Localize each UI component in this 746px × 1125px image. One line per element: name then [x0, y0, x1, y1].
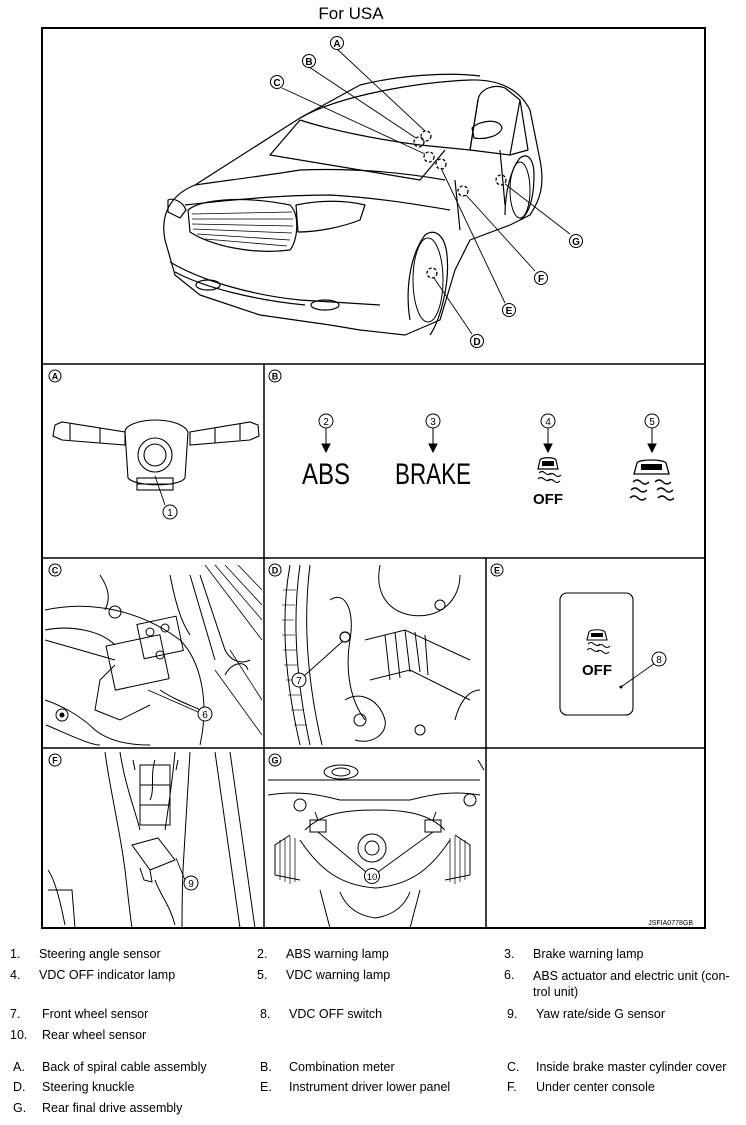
legend-text: Back of spiral cable assembly [42, 1060, 207, 1074]
lamp-callouts: 2 3 4 5 [318, 413, 660, 429]
callout-c: C [273, 78, 280, 89]
vdc-off-switch-icon [586, 629, 611, 654]
page-title: For USA [318, 4, 384, 23]
abs-actuator-illustration [44, 564, 263, 746]
vdc-off-switch-text: OFF [582, 662, 612, 679]
legend-text: Combination meter [289, 1060, 395, 1074]
vdc-warning-icon [629, 459, 675, 501]
callout-e: E [506, 306, 513, 317]
number-9: 9 [188, 879, 194, 890]
number-8-circle [651, 651, 667, 667]
number-1: 1 [167, 508, 173, 519]
legend-text: Instrument driver lower panel [289, 1080, 451, 1094]
legend-letter: D. [13, 1080, 26, 1094]
vdc-off-switch [559, 592, 634, 716]
legend-num: 10. [10, 1028, 28, 1042]
abs-lamp-text: ABS [302, 458, 350, 491]
brake-lamp-text: BRAKE [395, 458, 471, 491]
legend-num: 4. [10, 968, 21, 982]
panel-label-g: G [271, 756, 278, 766]
legend-text: VDC OFF indicator lamp [39, 968, 176, 982]
car-callouts: A B C D E F G [270, 36, 583, 348]
lamp-arrows [321, 428, 657, 454]
rear-final-drive-illustration [267, 759, 485, 929]
figure-code: JSFIA0778GB [648, 920, 693, 927]
number-3: 3 [430, 417, 436, 428]
legend-letter: A. [13, 1060, 25, 1074]
legend-letter: G. [13, 1101, 27, 1115]
yaw-rate-sensor-illustration [47, 751, 256, 929]
vdc-off-indicator-icon [537, 457, 562, 484]
panel-label-f: F [52, 756, 58, 766]
legend-text: ABS warning lamp [286, 947, 389, 961]
panel-label-e: E [494, 566, 500, 576]
legend-text: VDC warning lamp [286, 968, 391, 982]
legend-text: VDC OFF switch [289, 1007, 383, 1021]
number-4: 4 [545, 417, 551, 428]
legend-text: Rear wheel sensor [42, 1028, 147, 1042]
legend-text: Steering knuckle [42, 1080, 135, 1094]
legend-num: 2. [257, 947, 268, 961]
legend-num: 1. [10, 947, 21, 961]
legend-num: 3. [504, 947, 515, 961]
legend-text: Inside brake master cylinder cover [536, 1060, 727, 1074]
panel-label-a: A [52, 372, 59, 382]
front-wheel-sensor-illustration [282, 564, 481, 746]
legend-num: 7. [10, 1007, 21, 1021]
callout-d: D [473, 337, 480, 348]
legend-text: Yaw rate/side G sensor [536, 1007, 665, 1021]
panel-label-d: D [272, 566, 279, 576]
callout-b: B [305, 57, 312, 68]
legend-text: Rear final drive assembly [42, 1101, 183, 1115]
number-10: 10 [367, 872, 378, 883]
legend-text: Under center console [536, 1080, 655, 1094]
legend-num: 6. [504, 968, 515, 982]
number-9-circle [183, 875, 199, 891]
legend-text: Front wheel sensor [42, 1007, 149, 1021]
component-location-diagram: A B C D E F G A B C D E F G [41, 27, 706, 929]
legend: 1. Steering angle sensor 2. ABS warning … [0, 940, 746, 1125]
legend-letter: E. [260, 1080, 272, 1094]
number-1-circle [162, 504, 178, 520]
callout-a: A [333, 39, 340, 50]
legend-num: 8. [260, 1007, 271, 1021]
number-7-circle [291, 672, 307, 688]
panel-label-b: B [272, 372, 279, 382]
leader-8 [620, 662, 656, 688]
number-8: 8 [656, 655, 662, 666]
legend-num: 5. [257, 968, 268, 982]
legend-letter: F. [507, 1080, 517, 1094]
vdc-off-lamp-text: OFF [533, 491, 563, 508]
legend-num: 9. [507, 1007, 518, 1021]
panel-label-c: C [52, 566, 59, 576]
panel-grid [42, 363, 705, 928]
number-7: 7 [296, 676, 302, 687]
number-2: 2 [323, 417, 329, 428]
number-6: 6 [202, 710, 208, 721]
callout-g: G [572, 237, 580, 248]
location-markers [413, 130, 507, 279]
legend-letter: B. [260, 1060, 272, 1074]
number-10-circle [364, 868, 380, 884]
diagram-frame [41, 27, 706, 929]
car-leader-lines [281, 48, 571, 335]
number-6-circle [197, 706, 213, 722]
steering-angle-sensor-illustration [52, 419, 260, 506]
legend-text: Steering angle sensor [39, 947, 161, 961]
car-illustration [163, 73, 543, 336]
legend-text: ABS actuator and electric unit (con-trol… [533, 969, 730, 999]
panel-labels: A B C D E F G [48, 369, 504, 767]
legend-text: Brake warning lamp [533, 947, 644, 961]
legend-letter: C. [507, 1060, 520, 1074]
callout-f: F [538, 274, 544, 285]
leader-8-dot [619, 685, 623, 689]
number-5: 5 [649, 417, 655, 428]
